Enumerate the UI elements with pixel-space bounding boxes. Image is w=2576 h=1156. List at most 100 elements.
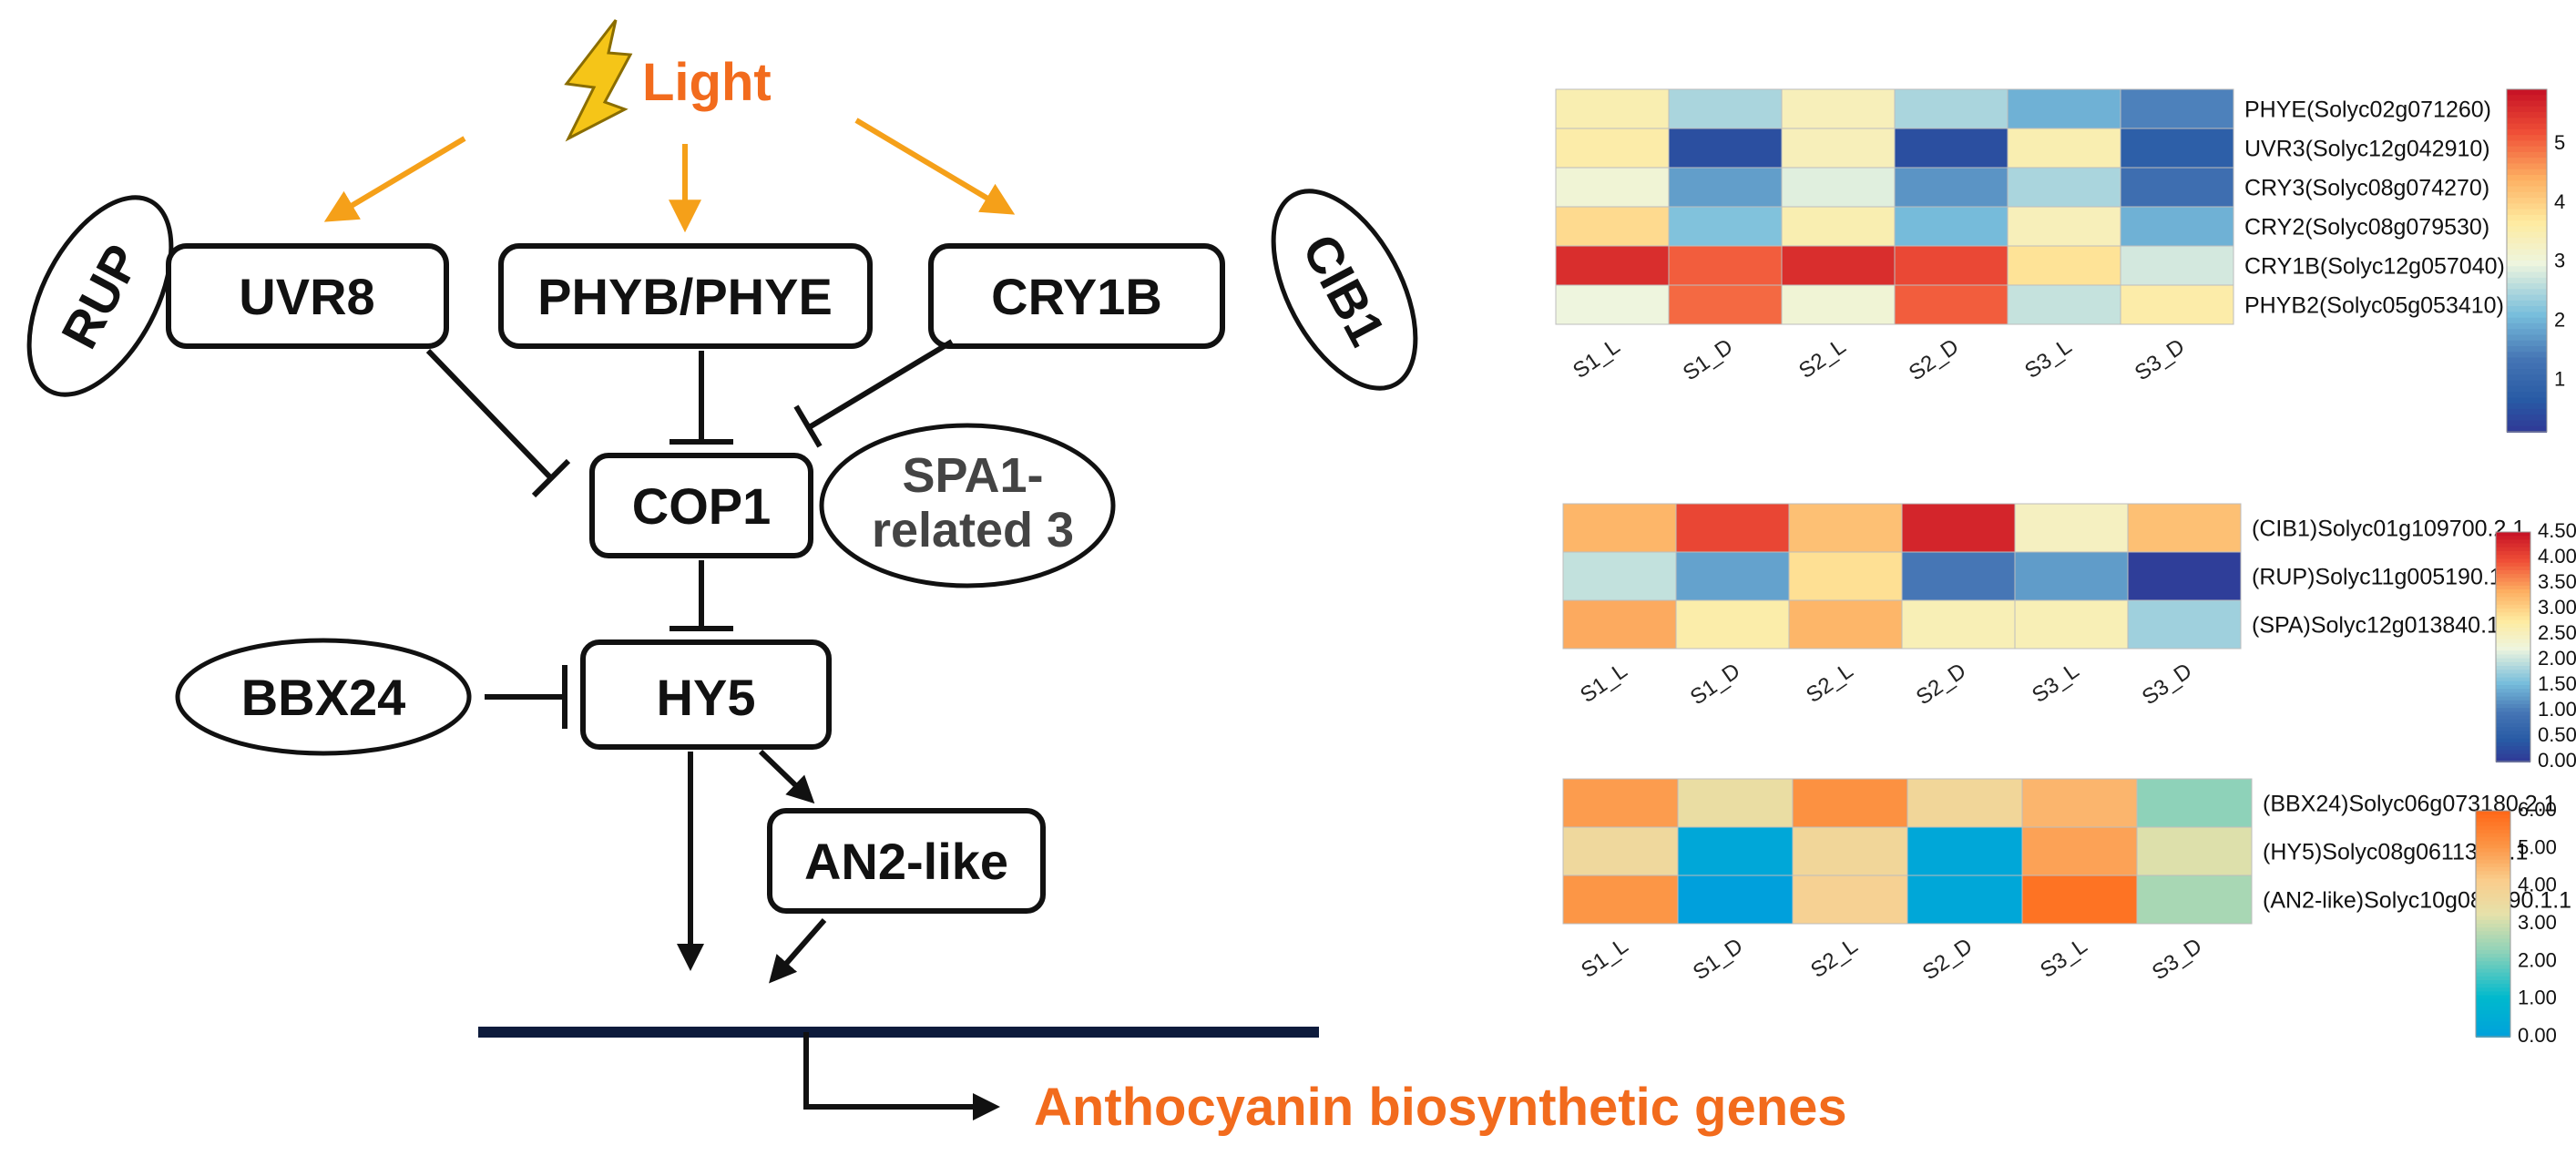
heatmap-photoreceptors: PHYE(Solyc02g071260)UVR3(Solyc12g042910)… [1555, 88, 2565, 433]
colorbar-segment [2496, 616, 2530, 621]
heatmap-column-label: S2_L [1794, 334, 1850, 384]
colorbar-segment [2507, 186, 2547, 193]
colorbar-segment [2496, 555, 2530, 560]
colorbar-segment [2507, 254, 2547, 261]
colorbar-segment [2476, 946, 2510, 951]
heatmap-column-label: S3_D [2138, 659, 2197, 711]
heatmap-cell [2120, 284, 2234, 325]
colorbar-segment [2496, 536, 2530, 541]
colorbar-segment [2476, 844, 2510, 850]
colorbar-segment [2476, 829, 2510, 834]
colorbar-segment [2476, 908, 2510, 914]
an2-like-label: AN2-like [804, 833, 1008, 890]
heatmap-cell [2021, 875, 2138, 925]
heatmap-column-label: S2_D [1918, 934, 1978, 986]
heatmap-cell [1668, 167, 1783, 208]
heatmap-cell [1562, 503, 1677, 553]
colorbar-segment [2476, 980, 2510, 986]
colorbar-segment [2507, 329, 2547, 336]
colorbar-segment [2496, 658, 2530, 663]
colorbar-segment [2496, 738, 2530, 743]
heatmap-cell [1668, 206, 1783, 247]
heatmap-cell [1894, 245, 2009, 286]
colorbar-segment [2496, 708, 2530, 713]
heatmap-column-label: S1_L [1576, 659, 1631, 708]
colorbar-tick-label: 0.00 [2538, 749, 2576, 772]
hy5-label: HY5 [657, 669, 756, 726]
colorbar-segment [2507, 266, 2547, 273]
heatmap-cell [2127, 599, 2242, 650]
heatmap-cell [2136, 826, 2253, 876]
colorbar-segment [2496, 689, 2530, 694]
colorbar-segment [2507, 203, 2547, 210]
heatmap-cell [1788, 599, 1903, 650]
heatmap-cell [2136, 778, 2253, 828]
light-arrow-to-cry1b [854, 118, 1016, 215]
heatmap-cell [1677, 875, 1794, 925]
colorbar-segment [2476, 1006, 2510, 1012]
colorbar-segment [2496, 604, 2530, 609]
heatmap-cell [2136, 875, 2253, 925]
colorbar-segment [2476, 927, 2510, 933]
bbx24-regulator: BBX24 [175, 638, 472, 756]
heatmap-column-label: S3_L [2028, 659, 2083, 708]
cry1b-label: CRY1B [991, 268, 1162, 325]
spa-regulator: SPA1- related 3 [819, 423, 1116, 588]
colorbar-segment [2507, 289, 2547, 296]
colorbar-segment [2496, 734, 2530, 740]
colorbar-segment [2496, 551, 2530, 557]
colorbar-segment [2476, 1021, 2510, 1027]
colorbar-frame [2495, 531, 2531, 762]
an2-like-node: AN2-like [767, 808, 1046, 914]
spa-label-line1: SPA1- [902, 448, 1043, 503]
colorbar-segment [2496, 562, 2530, 568]
phyb-phye-label: PHYB/PHYE [537, 268, 833, 325]
colorbar-segment [2476, 878, 2510, 884]
colorbar-segment [2496, 642, 2530, 648]
colorbar-segment [2476, 811, 2510, 816]
heatmap-row-label: (AN2-like)Solyc10g086290.1.1 [2263, 888, 2571, 914]
colorbar-segment [2476, 875, 2510, 880]
colorbar-segment [2507, 118, 2547, 125]
colorbar-segment [2507, 397, 2547, 404]
heatmap-regulators: (CIB1)Solyc01g109700.2.1(RUP)Solyc11g005… [1562, 503, 2576, 772]
colorbar-segment [2496, 680, 2530, 686]
colorbar-tick-label: 5 [2554, 131, 2565, 154]
heatmap-cell [1901, 503, 2016, 553]
heatmap-row-label: (RUP)Solyc11g005190.1.1 [2252, 565, 2521, 590]
colorbar-segment [2507, 128, 2547, 137]
colorbar-segment [2496, 700, 2530, 705]
colorbar-segment [2507, 352, 2547, 359]
colorbar-segment [2476, 855, 2510, 861]
colorbar-segment [2476, 961, 2510, 967]
heatmap-cell [2127, 503, 2242, 553]
colorbar-segment [2496, 704, 2530, 710]
heatmap-cell [2120, 128, 2234, 169]
heatmap-cell [1906, 875, 2023, 925]
colorbar-segment [2507, 277, 2547, 285]
colorbar-segment [2507, 151, 2547, 159]
rup-regulator: RUP [26, 195, 174, 397]
heatmap-cell [1781, 128, 1896, 169]
cop1-label: COP1 [632, 477, 772, 535]
heatmap-cell [1555, 245, 1670, 286]
colorbar-segment [2496, 600, 2530, 606]
heatmap-cell [2007, 206, 2121, 247]
colorbar-segment [2496, 757, 2530, 762]
colorbar-segment [2476, 901, 2510, 906]
heatmap-cell [2120, 245, 2234, 286]
heatmap-cell [1562, 551, 1677, 601]
heatmap-cell [1668, 284, 1783, 325]
colorbar-tick-label: 2.50 [2538, 621, 2576, 644]
cop1-inhibits-hy5 [670, 560, 733, 631]
colorbar-segment [2496, 650, 2530, 656]
light-label: Light [642, 53, 772, 112]
heatmap-cell [1781, 284, 1896, 325]
colorbar-segment [2496, 585, 2530, 590]
colorbar-tick-label: 4.50 [2538, 519, 2576, 542]
colorbar-segment [2507, 231, 2547, 239]
colorbar-segment [2507, 226, 2547, 233]
colorbar-segment [2507, 363, 2547, 371]
phyb-inhibits-cop1 [670, 351, 733, 445]
colorbar-segment [2496, 574, 2530, 579]
